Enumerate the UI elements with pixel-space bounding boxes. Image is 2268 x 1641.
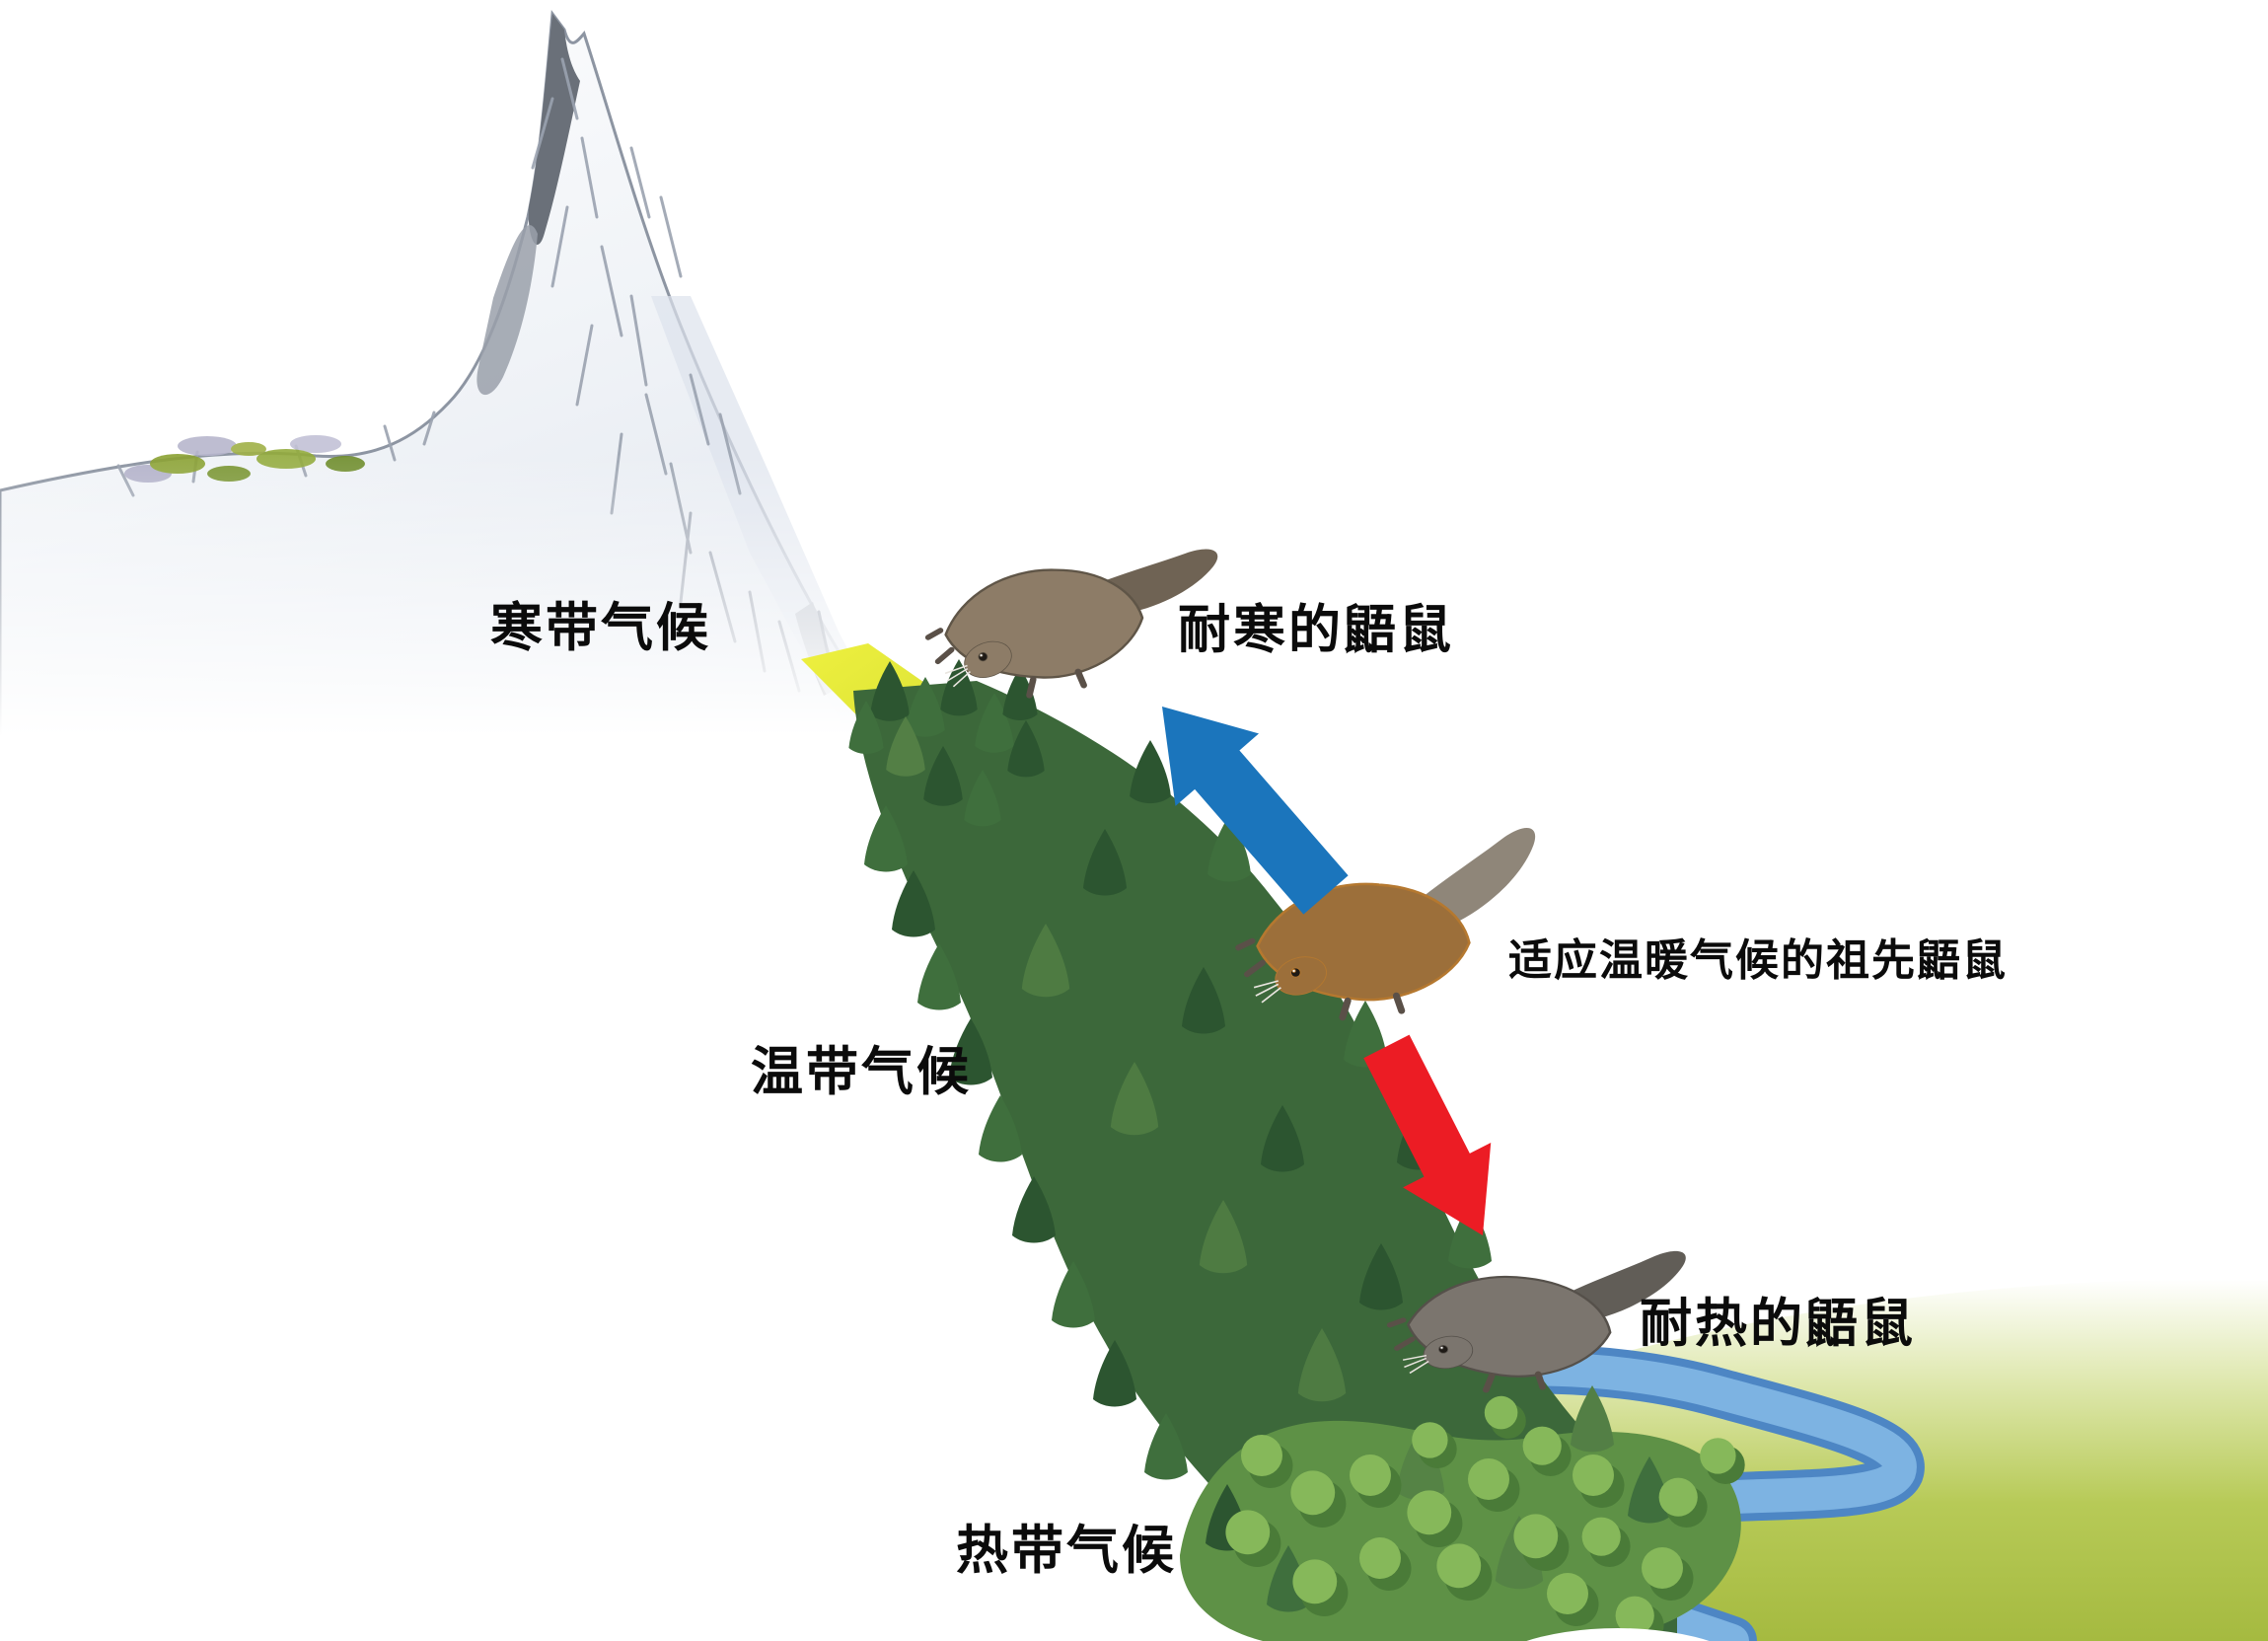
label-temperate-climate: 温带气候 xyxy=(751,1042,972,1102)
mountain-shadow-mid xyxy=(476,225,538,396)
arrow-to-hot xyxy=(1363,1034,1492,1235)
mountain-shadow-peak xyxy=(528,14,580,245)
label-tropical-climate: 热带气候 xyxy=(956,1521,1177,1581)
label-heat-tolerant-squirrel: 耐热的鼯鼠 xyxy=(1640,1294,1916,1354)
label-cold-tolerant-squirrel: 耐寒的鼯鼠 xyxy=(1178,600,1454,660)
mountain xyxy=(0,9,947,888)
label-ancestor-squirrel: 适应温暖气候的祖先鼯鼠 xyxy=(1508,935,2008,986)
mist-overlay xyxy=(0,454,947,888)
label-cold-climate: 寒带气候 xyxy=(490,598,711,658)
bottom-mist xyxy=(1526,1628,1710,1641)
arrow-to-cold xyxy=(1162,707,1349,915)
